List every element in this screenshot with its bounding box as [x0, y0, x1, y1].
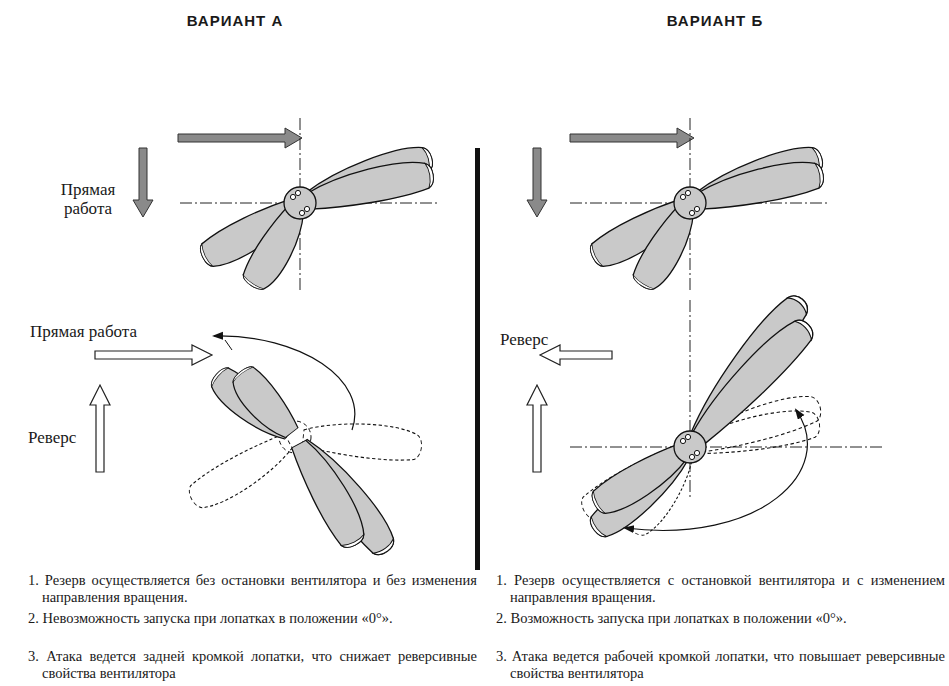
note-item: 2. Невозможность запуска при лопатках в … [28, 610, 477, 627]
drawing-part [674, 187, 706, 219]
drawing-part [178, 128, 302, 148]
fan-reverse-b [576, 288, 824, 544]
note-item: 2. Возможность запуска при лопатках в по… [496, 610, 945, 627]
drawing-part [683, 312, 819, 448]
tick-mark [225, 340, 232, 350]
rotation-arrow [214, 336, 355, 430]
note-item: 1. Резерв осуществляется с остановкой ве… [496, 572, 945, 606]
drawing-part [90, 385, 110, 472]
drawing-part [226, 362, 302, 446]
drawing-part [95, 345, 212, 365]
drawing-part [570, 128, 694, 148]
drawing-part [184, 429, 299, 515]
drawing-part [527, 148, 547, 217]
divider-bar [475, 148, 480, 570]
flow-label: Прямая работа [30, 322, 137, 341]
variant-heading: ВАРИАНТ Б [667, 12, 763, 29]
airflow-arrows [133, 128, 694, 217]
drawing-part [674, 431, 706, 463]
note-item: 1. Резерв осуществляется без остановки в… [28, 572, 477, 606]
fan-reverse-a [184, 362, 423, 561]
drawing-part [695, 157, 826, 215]
axis-lines [180, 118, 885, 500]
note-item: 3. Атака ведется задней кромкой лопатки,… [28, 648, 477, 682]
drawing-part [690, 300, 691, 500]
note-item: 3. Атака ведется рабочей кромкой лопатки… [496, 648, 945, 682]
flow-label: Прямая работа [46, 180, 130, 218]
drawing-part [527, 385, 547, 472]
fan-forward-a [195, 140, 436, 295]
variant-heading: ВАРИАНТ А [187, 12, 284, 29]
rotation-arrow [625, 410, 807, 530]
drawing-part [284, 187, 316, 219]
open-arrows [90, 345, 612, 472]
flow-label: Реверс [28, 428, 76, 447]
flow-label: Реверс [500, 330, 548, 349]
drawing-part [133, 148, 153, 217]
drawing-part [540, 345, 612, 365]
drawing-part [287, 434, 371, 552]
drawing-part [305, 157, 436, 215]
fan-forward-b [585, 140, 826, 295]
